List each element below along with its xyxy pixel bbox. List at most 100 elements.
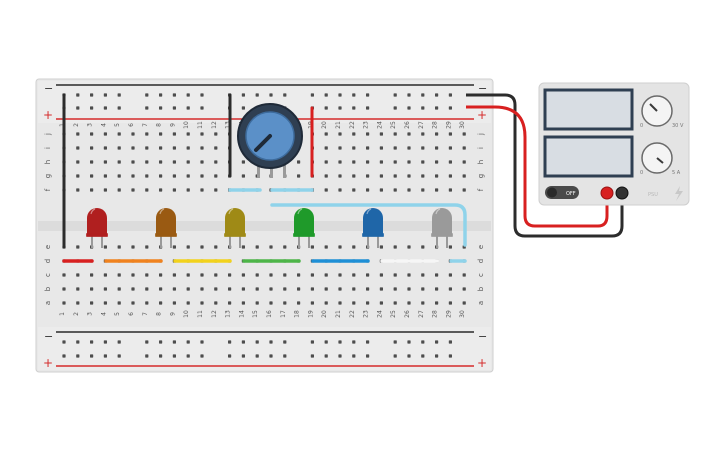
rail-hole[interactable] bbox=[283, 93, 287, 97]
breadboard-hole[interactable] bbox=[172, 273, 176, 277]
rail-hole[interactable] bbox=[338, 354, 342, 358]
breadboard-hole[interactable] bbox=[228, 301, 232, 305]
breadboard-hole[interactable] bbox=[435, 301, 439, 305]
rail-hole[interactable] bbox=[366, 340, 370, 344]
rail-hole[interactable] bbox=[421, 354, 425, 358]
breadboard-hole[interactable] bbox=[310, 273, 314, 277]
breadboard-hole[interactable] bbox=[393, 245, 397, 249]
rail-hole[interactable] bbox=[90, 93, 94, 97]
breadboard-hole[interactable] bbox=[435, 146, 439, 150]
rail-hole[interactable] bbox=[269, 93, 273, 97]
breadboard-hole[interactable] bbox=[407, 273, 411, 277]
breadboard-hole[interactable] bbox=[76, 273, 80, 277]
breadboard-hole[interactable] bbox=[186, 301, 190, 305]
breadboard-hole[interactable] bbox=[352, 188, 356, 192]
breadboard-hole[interactable] bbox=[186, 146, 190, 150]
breadboard-hole[interactable] bbox=[352, 146, 356, 150]
rail-hole[interactable] bbox=[324, 93, 328, 97]
breadboard-hole[interactable] bbox=[214, 287, 218, 291]
breadboard-hole[interactable] bbox=[407, 245, 411, 249]
breadboard-hole[interactable] bbox=[90, 273, 94, 277]
breadboard-hole[interactable] bbox=[255, 301, 259, 305]
rail-hole[interactable] bbox=[200, 354, 204, 358]
breadboard-hole[interactable] bbox=[255, 273, 259, 277]
lead-black[interactable] bbox=[466, 93, 624, 238]
breadboard-hole[interactable] bbox=[297, 174, 301, 178]
breadboard-hole[interactable] bbox=[117, 146, 121, 150]
breadboard-hole[interactable] bbox=[352, 174, 356, 178]
breadboard-hole[interactable] bbox=[435, 273, 439, 277]
rail-hole[interactable] bbox=[200, 340, 204, 344]
rail-hole[interactable] bbox=[172, 106, 176, 110]
breadboard-hole[interactable] bbox=[131, 132, 135, 136]
rail-hole[interactable] bbox=[448, 106, 452, 110]
rail-hole[interactable] bbox=[352, 106, 356, 110]
breadboard-hole[interactable] bbox=[297, 301, 301, 305]
breadboard-hole[interactable] bbox=[131, 146, 135, 150]
breadboard-hole[interactable] bbox=[90, 301, 94, 305]
breadboard-hole[interactable] bbox=[421, 245, 425, 249]
breadboard-hole[interactable] bbox=[379, 146, 383, 150]
lead-red[interactable] bbox=[466, 105, 609, 228]
breadboard-hole[interactable] bbox=[117, 174, 121, 178]
breadboard-hole[interactable] bbox=[76, 146, 80, 150]
breadboard-hole[interactable] bbox=[241, 245, 245, 249]
breadboard-hole[interactable] bbox=[393, 287, 397, 291]
breadboard-hole[interactable] bbox=[131, 287, 135, 291]
rail-hole[interactable] bbox=[159, 340, 163, 344]
breadboard-hole[interactable] bbox=[90, 160, 94, 164]
rail-hole[interactable] bbox=[269, 340, 273, 344]
breadboard-hole[interactable] bbox=[324, 160, 328, 164]
breadboard-hole[interactable] bbox=[131, 245, 135, 249]
breadboard-hole[interactable] bbox=[228, 287, 232, 291]
rail-hole[interactable] bbox=[435, 106, 439, 110]
negative-terminal[interactable] bbox=[615, 186, 629, 200]
rail-hole[interactable] bbox=[448, 354, 452, 358]
breadboard-hole[interactable] bbox=[338, 160, 342, 164]
breadboard-hole[interactable] bbox=[62, 301, 66, 305]
breadboard-hole[interactable] bbox=[352, 301, 356, 305]
breadboard-hole[interactable] bbox=[214, 160, 218, 164]
breadboard-hole[interactable] bbox=[214, 132, 218, 136]
rail-hole[interactable] bbox=[310, 93, 314, 97]
breadboard-hole[interactable] bbox=[297, 160, 301, 164]
breadboard-hole[interactable] bbox=[324, 273, 328, 277]
breadboard-hole[interactable] bbox=[462, 188, 466, 192]
rail-hole[interactable] bbox=[241, 93, 245, 97]
breadboard-hole[interactable] bbox=[172, 174, 176, 178]
breadboard-hole[interactable] bbox=[76, 132, 80, 136]
breadboard-hole[interactable] bbox=[159, 188, 163, 192]
breadboard-hole[interactable] bbox=[366, 146, 370, 150]
breadboard-hole[interactable] bbox=[366, 287, 370, 291]
breadboard-hole[interactable] bbox=[393, 188, 397, 192]
breadboard-hole[interactable] bbox=[214, 245, 218, 249]
breadboard-hole[interactable] bbox=[448, 301, 452, 305]
breadboard-hole[interactable] bbox=[448, 132, 452, 136]
breadboard-hole[interactable] bbox=[366, 132, 370, 136]
breadboard-hole[interactable] bbox=[407, 160, 411, 164]
breadboard-hole[interactable] bbox=[435, 287, 439, 291]
rail-hole[interactable] bbox=[310, 354, 314, 358]
breadboard-hole[interactable] bbox=[131, 160, 135, 164]
breadboard-hole[interactable] bbox=[103, 245, 107, 249]
rail-hole[interactable] bbox=[103, 106, 107, 110]
rail-hole[interactable] bbox=[352, 340, 356, 344]
breadboard-hole[interactable] bbox=[448, 160, 452, 164]
breadboard-hole[interactable] bbox=[379, 273, 383, 277]
breadboard-hole[interactable] bbox=[172, 188, 176, 192]
rail-hole[interactable] bbox=[241, 106, 245, 110]
rail-hole[interactable] bbox=[159, 106, 163, 110]
breadboard-hole[interactable] bbox=[200, 287, 204, 291]
breadboard-hole[interactable] bbox=[407, 301, 411, 305]
rail-hole[interactable] bbox=[200, 106, 204, 110]
led-group[interactable] bbox=[86, 208, 453, 248]
breadboard-hole[interactable] bbox=[379, 287, 383, 291]
breadboard-hole[interactable] bbox=[297, 273, 301, 277]
breadboard-hole[interactable] bbox=[76, 160, 80, 164]
breadboard-hole[interactable] bbox=[283, 287, 287, 291]
rail-hole[interactable] bbox=[393, 354, 397, 358]
breadboard-hole[interactable] bbox=[366, 273, 370, 277]
breadboard-hole[interactable] bbox=[421, 160, 425, 164]
breadboard-hole[interactable] bbox=[214, 188, 218, 192]
rail-hole[interactable] bbox=[338, 106, 342, 110]
